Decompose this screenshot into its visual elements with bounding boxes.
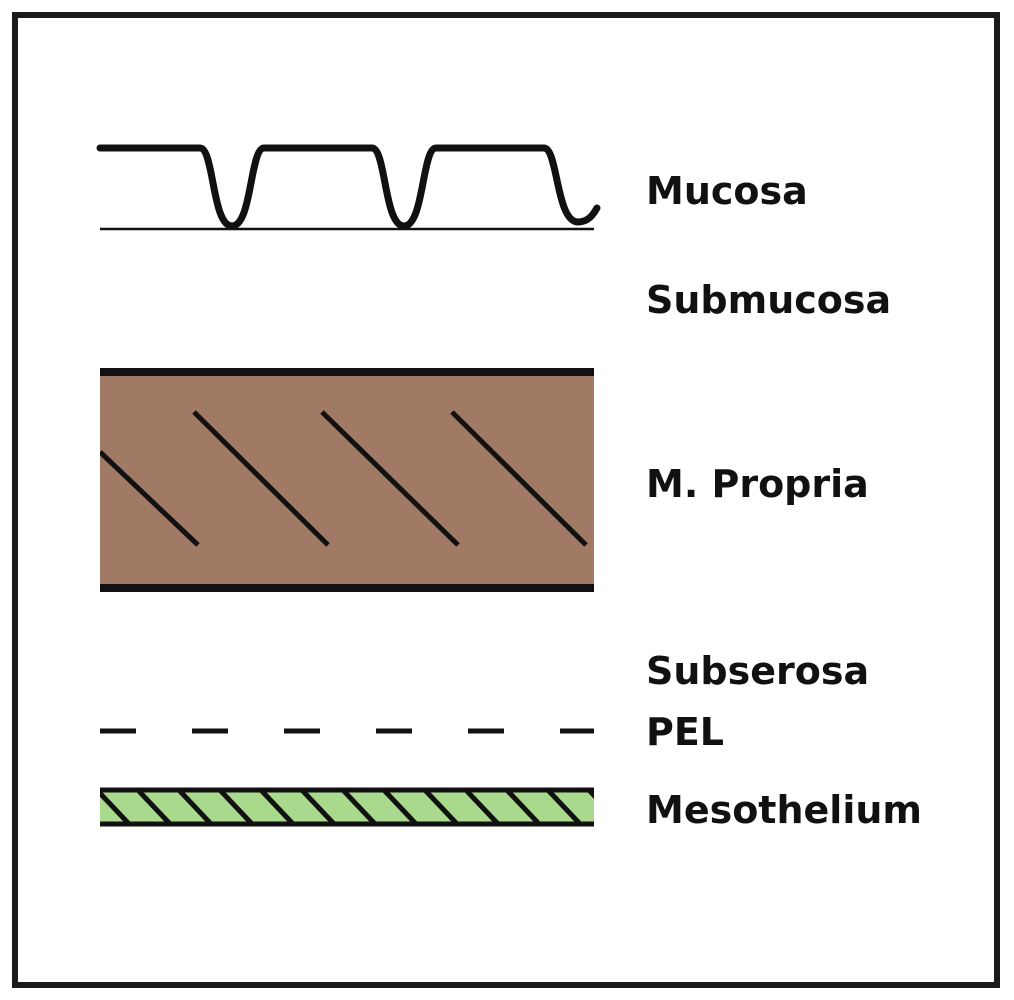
mesothelium-hatch-line — [340, 789, 378, 825]
mesothelium-hatch-line — [545, 789, 583, 825]
mucosa-illustration — [96, 144, 601, 231]
label-subserosa: Subserosa — [646, 649, 870, 693]
mesothelium-strip — [100, 787, 594, 827]
mesothelium-hatch-line — [258, 789, 296, 825]
mesothelium-hatch-line — [586, 789, 594, 799]
propria-fiber — [320, 410, 460, 547]
mesothelium-hatch-line — [504, 789, 542, 825]
mesothelium-hatch-line — [299, 789, 337, 825]
propria-fill — [100, 370, 594, 590]
mesothelium-hatch-line — [217, 789, 255, 825]
propria-fiber — [100, 450, 200, 547]
mesothelium-hatching — [100, 789, 594, 825]
label-submucosa: Submucosa — [646, 278, 892, 322]
mesothelium-hatch-line — [422, 789, 460, 825]
propria-fiber — [192, 410, 330, 547]
label-pel: PEL — [646, 710, 725, 754]
mesothelium-hatch-line — [135, 789, 173, 825]
mesothelium-hatch-line — [463, 789, 501, 825]
mesothelium-hatch-line — [176, 789, 214, 825]
muscularis-propria-band — [100, 368, 594, 592]
mesothelium-hatch-line — [100, 789, 132, 825]
label-m-propria: M. Propria — [646, 462, 869, 506]
label-mucosa: Mucosa — [646, 169, 808, 213]
propria-fibers — [100, 410, 588, 547]
label-mesothelium: Mesothelium — [646, 788, 923, 832]
mesothelium-hatch-line — [381, 789, 419, 825]
mucosa-wave — [96, 144, 601, 230]
propria-fiber — [450, 410, 588, 547]
